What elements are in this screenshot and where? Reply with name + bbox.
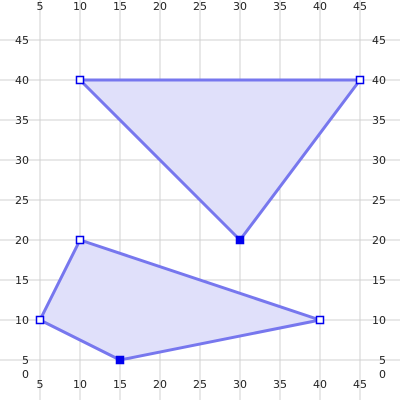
y-tick-label-left: 45 bbox=[15, 34, 29, 47]
y-tick-label-left: 15 bbox=[15, 274, 29, 287]
x-tick-label-top: 40 bbox=[313, 0, 327, 13]
y-tick-label-right: 10 bbox=[372, 314, 386, 327]
x-tick-label-bottom: 35 bbox=[273, 378, 287, 391]
x-tick-label-top: 10 bbox=[73, 0, 87, 13]
y-tick-label-left: 30 bbox=[15, 154, 29, 167]
y-tick-label-left: 10 bbox=[15, 314, 29, 327]
y-tick-label-right: 5 bbox=[379, 354, 386, 367]
y-tick-label-right: 20 bbox=[372, 234, 386, 247]
y-tick-label-left: 0 bbox=[22, 368, 29, 381]
x-tick-label-bottom: 25 bbox=[193, 378, 207, 391]
x-tick-label-bottom: 20 bbox=[153, 378, 167, 391]
y-tick-label-right: 15 bbox=[372, 274, 386, 287]
x-tick-label-top: 45 bbox=[353, 0, 367, 13]
y-tick-label-left: 25 bbox=[15, 194, 29, 207]
y-tick-label-right: 25 bbox=[372, 194, 386, 207]
x-tick-label-bottom: 15 bbox=[113, 378, 127, 391]
x-tick-label-bottom: 10 bbox=[73, 378, 87, 391]
polygon-layer bbox=[38, 78, 362, 362]
polygon-triangle[interactable] bbox=[78, 78, 362, 242]
y-tick-label-left: 35 bbox=[15, 114, 29, 127]
y-tick-label-right: 0 bbox=[379, 368, 386, 381]
vertex-handle-triangle-1[interactable] bbox=[75, 75, 85, 85]
y-tick-label-left: 20 bbox=[15, 234, 29, 247]
vertex-handles-layer bbox=[35, 75, 365, 365]
x-tick-label-top: 35 bbox=[273, 0, 287, 13]
x-tick-label-top: 20 bbox=[153, 0, 167, 13]
vertex-handle-quadrilateral-3[interactable] bbox=[115, 355, 125, 365]
vertex-handle-quadrilateral-2[interactable] bbox=[315, 315, 325, 325]
vertex-handle-quadrilateral-1[interactable] bbox=[75, 235, 85, 245]
x-tick-label-top: 5 bbox=[37, 0, 44, 13]
x-tick-label-bottom: 30 bbox=[233, 378, 247, 391]
y-tick-label-right: 35 bbox=[372, 114, 386, 127]
y-tick-label-left: 5 bbox=[22, 354, 29, 367]
x-tick-label-top: 25 bbox=[193, 0, 207, 13]
y-tick-label-right: 40 bbox=[372, 74, 386, 87]
x-tick-label-bottom: 40 bbox=[313, 378, 327, 391]
y-tick-label-right: 30 bbox=[372, 154, 386, 167]
vertex-handle-triangle-3[interactable] bbox=[235, 235, 245, 245]
x-tick-label-top: 15 bbox=[113, 0, 127, 13]
x-tick-label-bottom: 5 bbox=[37, 378, 44, 391]
axis-tick-labels: 5 10 15 20 25 30 35 40 45 5 10 15 20 25 30 35 40 45 45 40 35… bbox=[15, 0, 386, 391]
x-tick-label-bottom: 45 bbox=[353, 378, 367, 391]
y-tick-label-left: 40 bbox=[15, 74, 29, 87]
vertex-handle-triangle-2[interactable] bbox=[355, 75, 365, 85]
x-tick-label-top: 30 bbox=[233, 0, 247, 13]
y-tick-label-right: 45 bbox=[372, 34, 386, 47]
vertex-handle-quadrilateral-4[interactable] bbox=[35, 315, 45, 325]
